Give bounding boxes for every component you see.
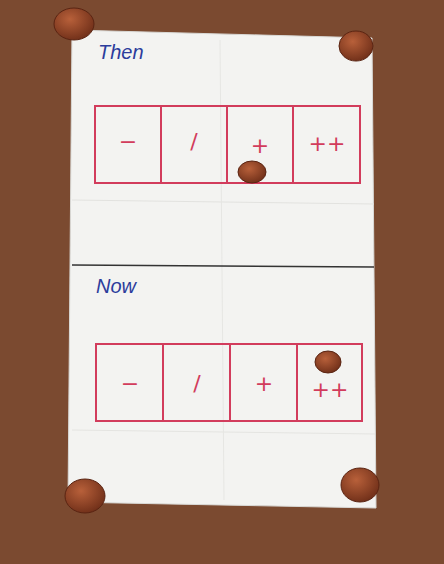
table-cell: + (255, 373, 273, 395)
table-cell: ++ (312, 379, 349, 401)
paper-fold (220, 40, 224, 500)
table-cell: − (119, 131, 137, 153)
section-heading: Now (96, 276, 136, 296)
divider-line (72, 265, 374, 267)
table-cell: ++ (309, 133, 346, 155)
now-table (96, 344, 362, 421)
then-table (95, 106, 360, 183)
section-heading: Then (98, 42, 144, 62)
paper-sheet (68, 30, 376, 508)
table-cell: / (193, 373, 200, 395)
table-cell: + (251, 135, 269, 157)
stone (54, 8, 379, 513)
table-cell: − (121, 373, 139, 395)
paper-fold (72, 200, 374, 204)
table-cell: / (190, 131, 197, 153)
